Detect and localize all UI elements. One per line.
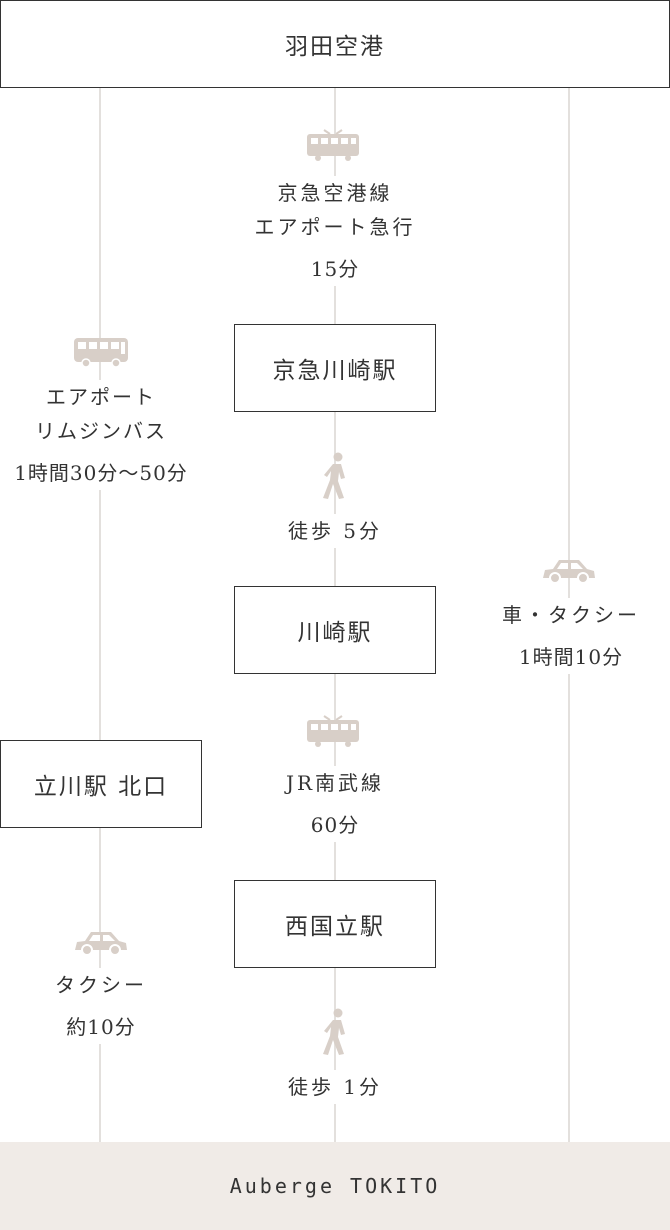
walk-icon	[323, 1008, 345, 1055]
station-label: 西国立駅	[285, 914, 385, 940]
start-station-box: 羽田空港	[0, 0, 670, 88]
center-segment4-label: 徒歩 1分	[234, 1070, 436, 1104]
center-segment2-label: 徒歩 5分	[234, 514, 436, 548]
center-segment1-label: 京急空港線 エアポート急行 15分	[234, 176, 436, 286]
left-segment1-line2: リムジンバス	[35, 419, 167, 443]
center-segment3-time: 60分	[310, 813, 360, 837]
left-segment2-label: タクシー 約10分	[0, 968, 202, 1044]
car-icon	[543, 560, 595, 584]
left-segment2-line1: タクシー	[55, 973, 147, 997]
center-segment1-line2: エアポート急行	[254, 215, 416, 239]
center-segment1-time: 15分	[310, 257, 360, 281]
station-box-tachikawa: 立川駅 北口	[0, 740, 202, 828]
right-segment1-label: 車・タクシー 1時間10分	[486, 598, 656, 674]
right-segment1-time: 1時間10分	[518, 645, 624, 669]
train-icon	[307, 715, 359, 747]
station-box-kawasaki: 川崎駅	[234, 586, 436, 674]
right-segment1-line1: 車・タクシー	[502, 603, 640, 627]
station-label: 立川駅 北口	[33, 774, 169, 800]
station-label: 京急川崎駅	[272, 358, 398, 384]
left-segment1-time: 1時間30分〜50分	[14, 461, 188, 485]
center-segment1-line1: 京急空港線	[277, 181, 393, 205]
left-segment1-line1: エアポート	[46, 385, 156, 409]
car-icon	[75, 932, 127, 956]
left-segment2-time: 約10分	[66, 1015, 136, 1039]
start-station-label: 羽田空港	[285, 34, 385, 60]
station-label: 川崎駅	[297, 620, 373, 646]
center-segment3-label: JR南武線 60分	[234, 766, 436, 842]
station-box-nishi-kunitachi: 西国立駅	[234, 880, 436, 968]
destination-label: Auberge TOKITO	[229, 1174, 441, 1198]
left-segment1-label: エアポート リムジンバス 1時間30分〜50分	[0, 380, 202, 490]
bus-icon	[74, 338, 128, 368]
center-segment4-text: 徒歩 1分	[287, 1075, 383, 1099]
walk-icon	[323, 452, 345, 499]
train-icon	[307, 129, 359, 161]
center-segment3-line1: JR南武線	[285, 771, 385, 795]
center-segment2-text: 徒歩 5分	[287, 519, 383, 543]
station-box-keikyu-kawasaki: 京急川崎駅	[234, 324, 436, 412]
destination-footer: Auberge TOKITO	[0, 1142, 670, 1230]
left-route-line	[99, 87, 101, 1142]
